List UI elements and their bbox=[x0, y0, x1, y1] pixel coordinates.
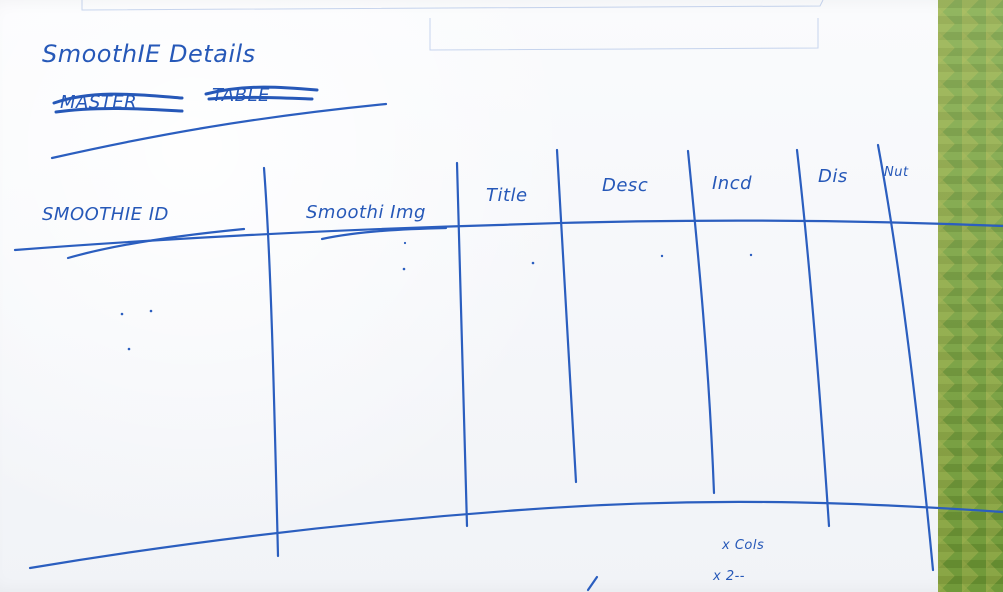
sheet-title: SmoothIE Details bbox=[42, 40, 256, 68]
column-divider-2 bbox=[455, 161, 469, 528]
header-title: Title bbox=[486, 185, 528, 206]
dot-1 bbox=[120, 312, 124, 316]
header-nut: Nut bbox=[884, 165, 909, 180]
strike-master-1 bbox=[52, 92, 184, 105]
table-bottom-line bbox=[28, 500, 1003, 570]
dot-7 bbox=[660, 254, 664, 258]
column-divider-4 bbox=[686, 149, 716, 495]
header-smoothie-img: Smoothi Img bbox=[306, 202, 426, 223]
faded-box bbox=[429, 18, 819, 51]
strike-table-2 bbox=[207, 95, 314, 101]
dot-6 bbox=[531, 261, 535, 265]
underline-stroke bbox=[50, 102, 388, 160]
strike-master-2 bbox=[54, 106, 184, 114]
column-divider-6 bbox=[876, 143, 935, 572]
dot-3 bbox=[127, 347, 131, 351]
footer-note-cols: x Cols bbox=[721, 538, 764, 553]
dot-2 bbox=[149, 309, 153, 313]
column-divider-5 bbox=[795, 148, 831, 528]
strike-table-1 bbox=[204, 85, 319, 96]
header-dis: Dis bbox=[818, 166, 848, 187]
column-divider-1 bbox=[262, 166, 280, 558]
top-frame-line bbox=[81, 0, 824, 11]
bottom-check-stroke bbox=[586, 575, 599, 592]
table-header-line bbox=[13, 219, 1003, 252]
background-fabric bbox=[938, 0, 1003, 592]
header-underline-img bbox=[320, 226, 448, 241]
header-smoothie-id: SMOOTHIE ID bbox=[42, 204, 169, 225]
dot-8 bbox=[749, 253, 753, 257]
footer-note-rows: x 2-- bbox=[712, 569, 745, 584]
column-divider-3 bbox=[555, 148, 578, 484]
dot-5 bbox=[402, 267, 406, 271]
header-incd: Incd bbox=[712, 173, 752, 194]
dot-4 bbox=[403, 241, 407, 245]
paper-sheet bbox=[0, 0, 960, 592]
header-desc: Desc bbox=[602, 175, 648, 196]
